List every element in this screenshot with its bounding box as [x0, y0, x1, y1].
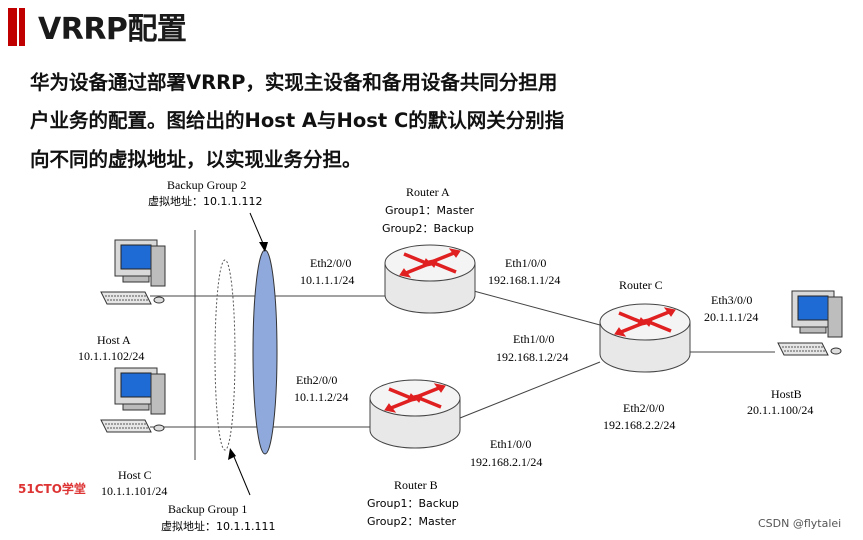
router-a-eth-right: Eth1/0/0 — [505, 256, 546, 270]
router-a-group1: Group1：Master — [385, 204, 475, 217]
link-routera-routerc — [469, 289, 601, 326]
host-c-computer-icon — [100, 367, 166, 433]
page-title: VRRP配置 — [38, 12, 187, 47]
router-a-eth-left-ip: 10.1.1.1/24 — [300, 273, 354, 287]
host-c-ip: 10.1.1.101/24 — [101, 484, 167, 498]
host-a-name: Host A — [97, 333, 131, 347]
router-b-group2: Group2：Master — [367, 515, 457, 528]
router-b-name: Router B — [394, 478, 438, 492]
router-a-eth-left: Eth2/0/0 — [310, 256, 351, 270]
router-a-name: Router A — [406, 185, 450, 199]
backup-group1-label: Backup Group 1 — [168, 502, 247, 516]
title-accent-bar-2 — [19, 8, 25, 46]
paragraph-line-3: 向不同的虚拟地址，以实现业务分担。 — [30, 148, 362, 171]
router-c-eth1: Eth1/0/0 — [513, 332, 554, 346]
backup-group2-label: Backup Group 2 — [167, 178, 246, 192]
router-c-name: Router C — [619, 278, 663, 292]
host-c-name: Host C — [118, 468, 152, 482]
paragraph-line-1: 华为设备通过部署VRRP，实现主设备和备用设备共同分担用 — [30, 71, 558, 94]
host-b-ip: 20.1.1.100/24 — [747, 403, 813, 417]
backup-group1-ellipse — [214, 259, 236, 451]
router-b-eth-left: Eth2/0/0 — [296, 373, 337, 387]
router-c-eth2: Eth2/0/0 — [623, 401, 664, 415]
router-a-group2: Group2：Backup — [382, 222, 474, 235]
router-c-icon — [598, 302, 692, 374]
link-routerb-routerc — [459, 361, 601, 419]
backup-group2-ellipse — [252, 249, 278, 455]
backup-group1-vip: 虚拟地址：10.1.1.111 — [161, 519, 275, 533]
router-b-icon — [368, 378, 462, 450]
backup-group2-vip: 虚拟地址：10.1.1.112 — [148, 194, 262, 208]
watermark-csdn: CSDN @flytalei — [758, 517, 841, 530]
router-b-eth-left-ip: 10.1.1.2/24 — [294, 390, 348, 404]
watermark-51cto: 51CTO学堂 — [18, 481, 86, 496]
host-b-computer-icon — [777, 290, 843, 356]
title-accent-bar — [8, 8, 17, 46]
router-b-group1: Group1：Backup — [367, 497, 459, 510]
router-c-eth2-ip: 192.168.2.2/24 — [603, 418, 675, 432]
host-a-computer-icon — [100, 239, 166, 305]
router-a-icon — [383, 243, 477, 315]
router-c-eth3: Eth3/0/0 — [711, 293, 752, 307]
router-c-eth3-ip: 20.1.1.1/24 — [704, 310, 758, 324]
host-b-name: HostB — [771, 387, 802, 401]
router-b-eth-right-ip: 192.168.2.1/24 — [470, 455, 542, 469]
router-b-eth-right: Eth1/0/0 — [490, 437, 531, 451]
host-a-ip: 10.1.1.102/24 — [78, 349, 144, 363]
paragraph-line-2: 户业务的配置。图给出的Host A与Host C的默认网关分别指 — [30, 109, 565, 132]
router-a-eth-right-ip: 192.168.1.1/24 — [488, 273, 560, 287]
router-c-eth1-ip: 192.168.1.2/24 — [496, 350, 568, 364]
group1-pointer — [231, 451, 251, 496]
